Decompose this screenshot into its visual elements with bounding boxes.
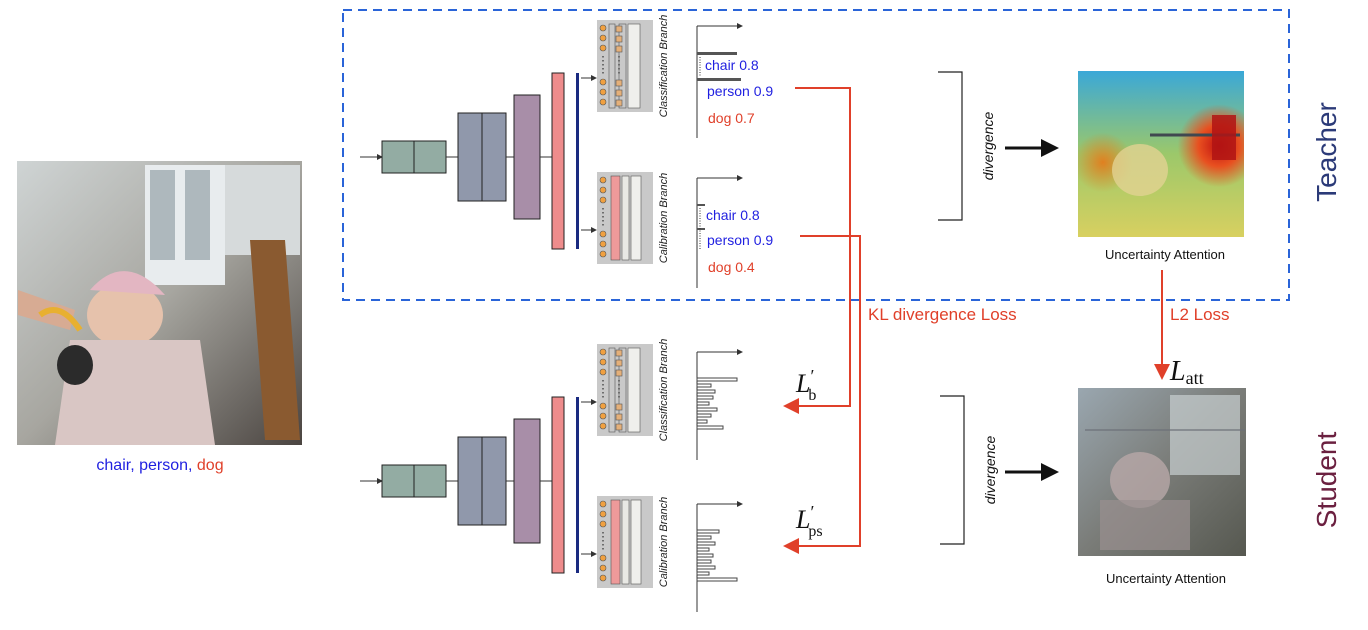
teacher-cls-score: chair 0.8 bbox=[705, 57, 759, 73]
teacher-cal-score: person 0.9 bbox=[707, 232, 773, 248]
student-calibration-branch-label: Calibration Branch bbox=[658, 497, 670, 588]
student-attention-map bbox=[1078, 388, 1246, 556]
kl-loss-path-ps bbox=[783, 235, 861, 554]
teacher-cls-score: person 0.9 bbox=[707, 83, 773, 99]
teacher-label: Teacher bbox=[1311, 102, 1342, 202]
caption-part: chair, person, bbox=[96, 457, 197, 474]
teacher-attention-caption: Uncertainty Attention bbox=[1105, 247, 1225, 262]
teacher-calibration-hist bbox=[696, 175, 743, 288]
kl-loss-label: KL divergence Loss bbox=[868, 305, 1017, 324]
teacher-classification-branch-label: Classification Branch bbox=[658, 15, 670, 118]
lps-sub: ps bbox=[808, 523, 822, 540]
student-calibration-hist bbox=[696, 501, 743, 612]
teacher-calibration-branch-label: Calibration Branch bbox=[658, 173, 670, 264]
lps-base: L bbox=[795, 505, 810, 534]
teacher-cnn bbox=[360, 73, 579, 249]
teacher-calibration-branch bbox=[596, 171, 654, 265]
student-divergence-label: divergence bbox=[982, 436, 998, 505]
input-caption: chair, person, dog bbox=[96, 457, 223, 474]
latt-sub: att bbox=[1186, 368, 1204, 388]
lb-sub: b bbox=[808, 387, 816, 404]
teacher-cal-score: dog 0.4 bbox=[708, 259, 755, 275]
teacher-divergence-bracket bbox=[938, 71, 963, 221]
caption-part: dog bbox=[197, 457, 224, 474]
student-label: Student bbox=[1311, 432, 1342, 529]
student-calibration-branch bbox=[596, 495, 654, 589]
teacher-classification-hist bbox=[696, 23, 743, 138]
student-classification-branch bbox=[596, 343, 654, 437]
loss-lps-symbol: L′ps bbox=[795, 502, 823, 540]
teacher-cls-score: dog 0.7 bbox=[708, 110, 755, 126]
teacher-divergence-label: divergence bbox=[980, 112, 996, 181]
teacher-attention-map bbox=[1078, 71, 1244, 237]
lb-prime: ′ bbox=[810, 366, 814, 386]
teacher-classification-branch bbox=[596, 19, 654, 113]
loss-lb-symbol: L′b bbox=[795, 366, 816, 404]
student-divergence-bracket bbox=[940, 395, 965, 545]
teacher-box bbox=[342, 9, 1290, 301]
latt-base: L bbox=[1169, 356, 1186, 387]
l2-loss-label: L2 Loss bbox=[1170, 305, 1230, 324]
student-classification-branch-label: Classification Branch bbox=[658, 339, 670, 442]
kl-loss-path-b bbox=[783, 87, 851, 414]
lb-base: L bbox=[795, 369, 810, 398]
lps-prime: ′ bbox=[810, 502, 814, 522]
teacher-cal-score: chair 0.8 bbox=[706, 207, 760, 223]
input-image bbox=[17, 161, 302, 445]
student-cnn bbox=[360, 397, 579, 573]
student-attention-caption: Uncertainty Attention bbox=[1106, 571, 1226, 586]
loss-latt-symbol: Latt bbox=[1169, 356, 1204, 388]
student-classification-hist bbox=[696, 349, 743, 460]
